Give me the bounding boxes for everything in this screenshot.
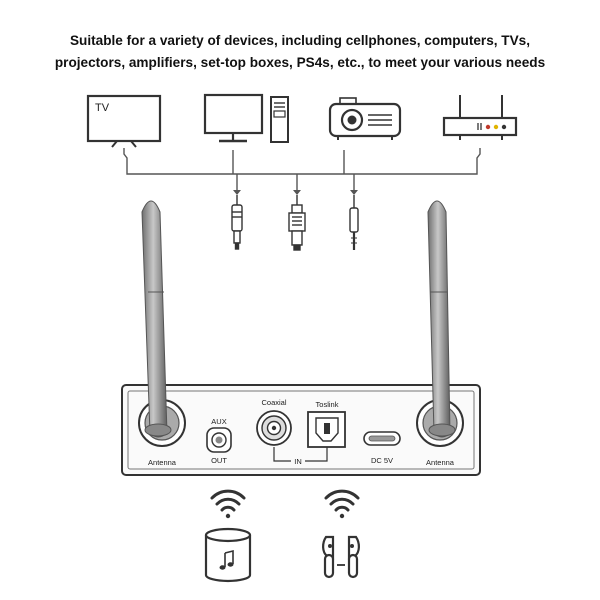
right-antenna: Antenna: [416, 200, 464, 467]
speaker-icon: [204, 527, 252, 583]
projector-icon: [328, 97, 402, 140]
music-note-icon: [219, 549, 234, 570]
rca-coaxial-plug-icon: [231, 195, 243, 250]
connection-lines: [123, 148, 481, 190]
arrow-down-icon: [350, 190, 358, 195]
dc-5v-label: DC 5V: [371, 456, 393, 465]
toslink-optical-plug-icon: [288, 195, 306, 251]
coaxial-port: Coaxial: [256, 398, 292, 446]
left-antenna-label: Antenna: [148, 458, 177, 467]
receiver-device: [121, 384, 481, 476]
left-antenna: Antenna: [138, 200, 186, 467]
toslink-label: Toslink: [316, 400, 339, 409]
aux-label: AUX: [211, 417, 226, 426]
aux-3.5mm-plug-icon: [349, 195, 359, 250]
toslink-port: Toslink: [307, 400, 346, 448]
in-label: IN: [294, 457, 302, 466]
coaxial-label: Coaxial: [261, 398, 286, 407]
wifi-signal-icon: [210, 489, 246, 519]
dc-5v-port: DC 5V: [363, 431, 401, 465]
arrow-down-icon: [293, 190, 301, 195]
set-top-box-icon: [442, 95, 518, 140]
tv-label: TV: [95, 102, 110, 114]
computer-icon: [203, 93, 289, 143]
aux-out-port: AUX OUT: [206, 417, 232, 465]
earbuds-icon: [322, 535, 360, 579]
right-antenna-label: Antenna: [426, 458, 455, 467]
out-label: OUT: [211, 456, 227, 465]
tv-icon: TV: [86, 94, 162, 148]
wifi-signal-icon: [324, 489, 360, 519]
arrow-down-icon: [233, 190, 241, 195]
headline-line-1: Suitable for a variety of devices, inclu…: [69, 33, 531, 48]
in-bracket: [273, 447, 328, 462]
headline-line-2: projectors, amplifiers, set-top boxes, P…: [54, 55, 546, 70]
